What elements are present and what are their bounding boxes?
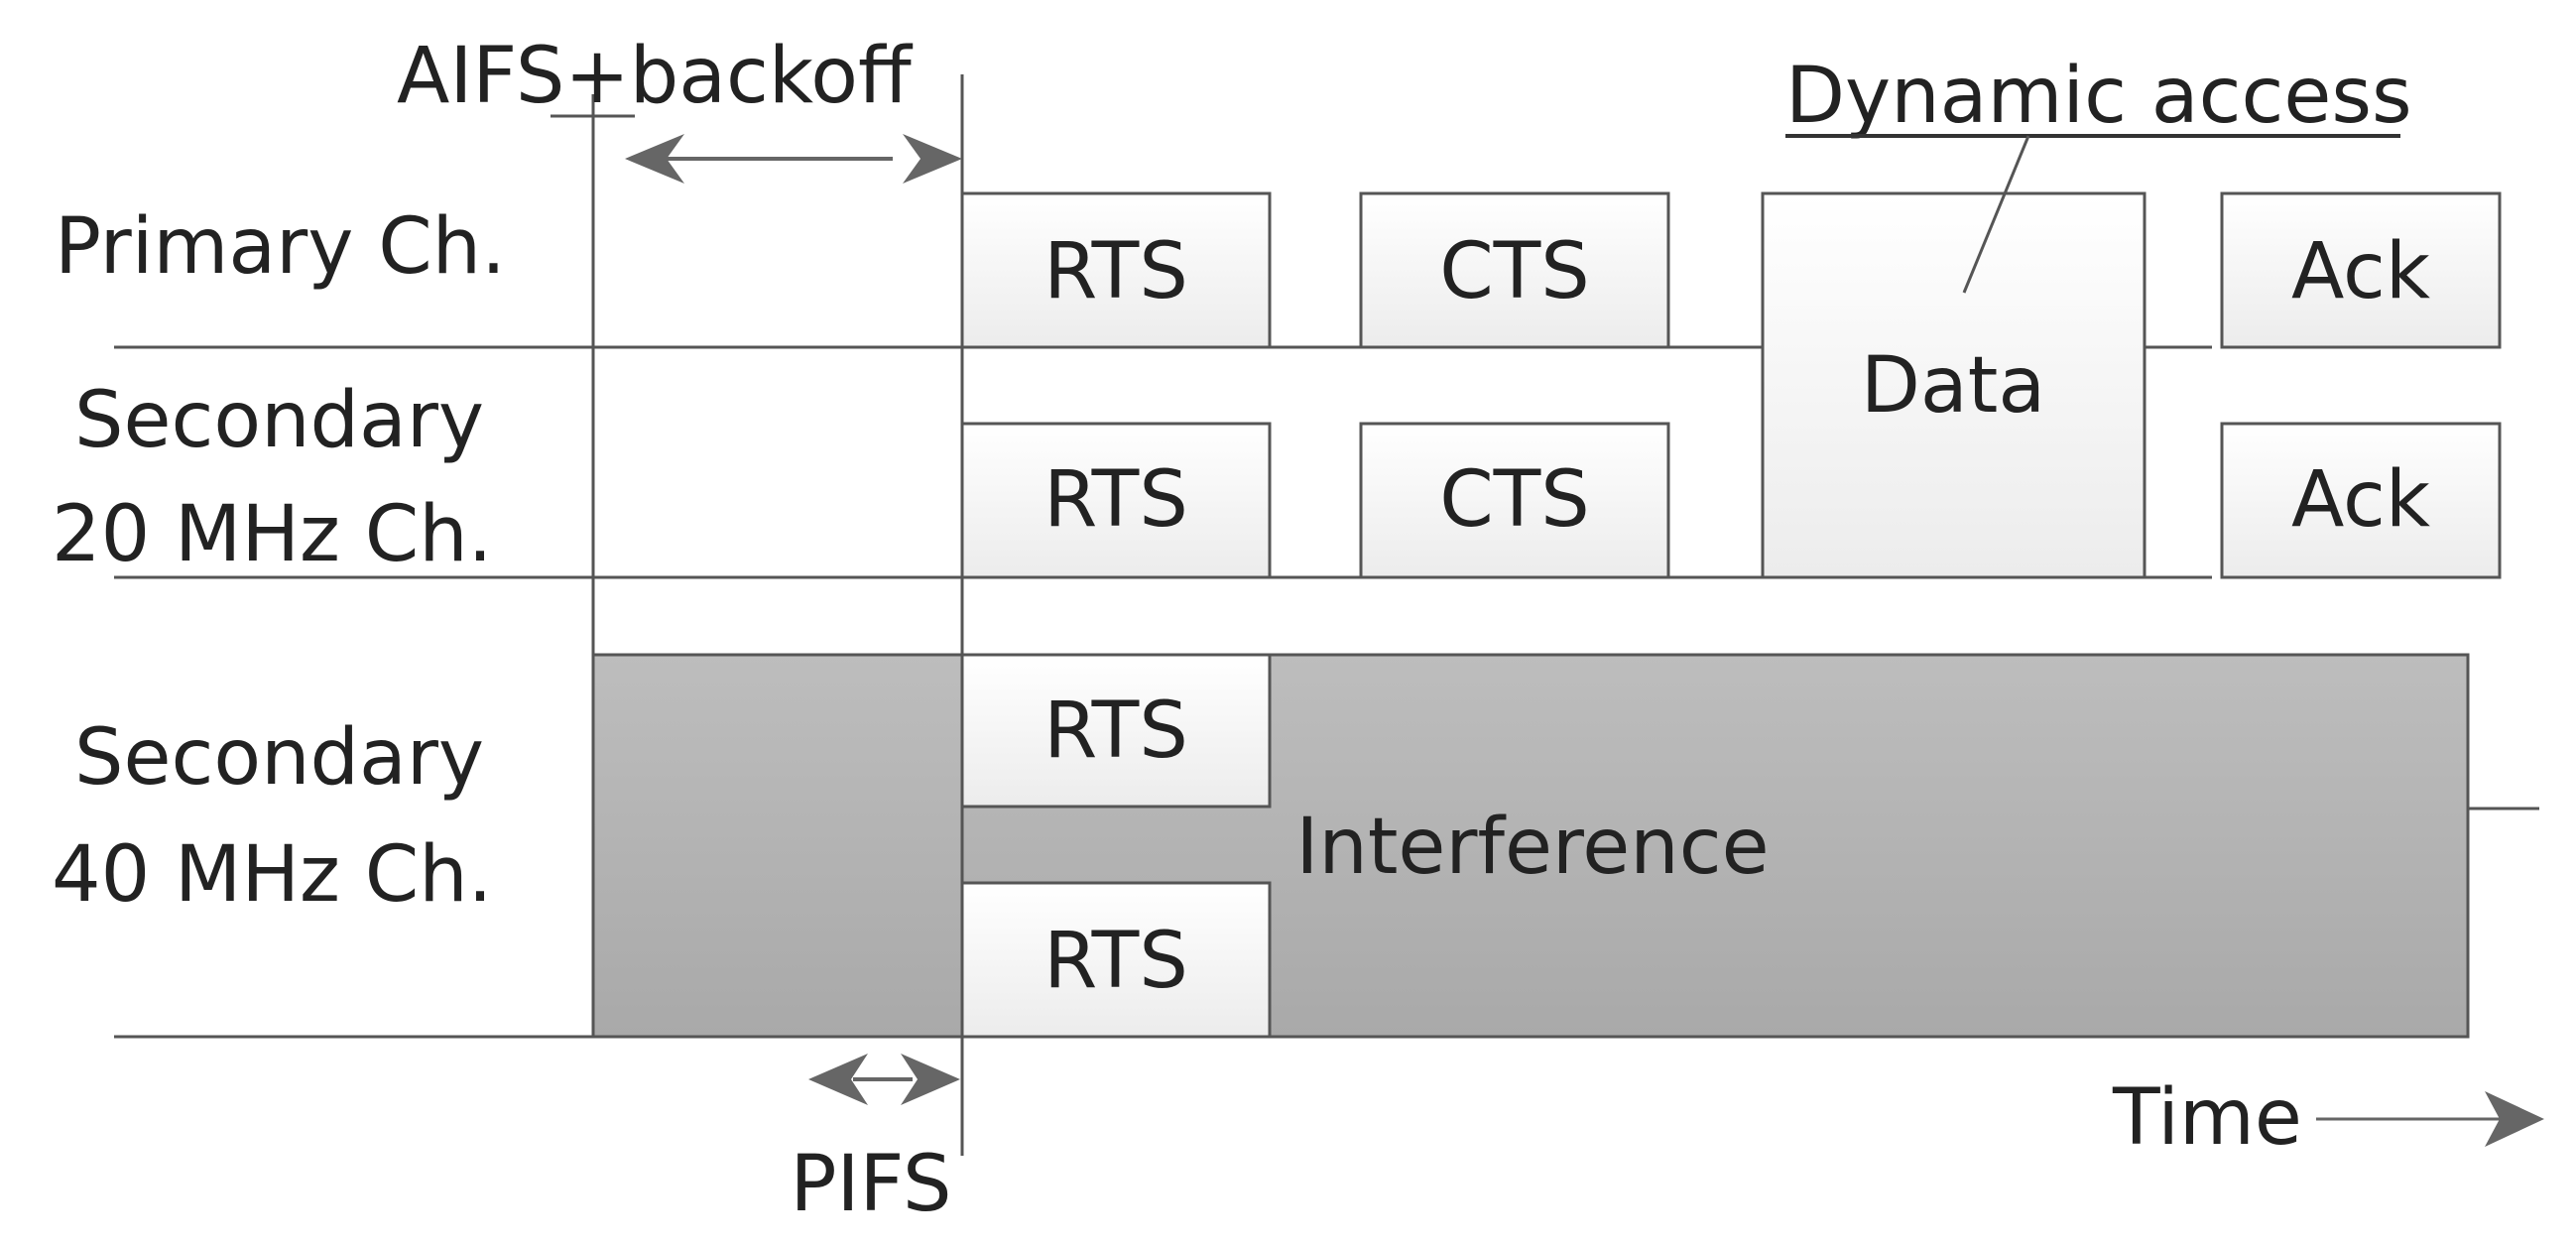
secondary20-ack-frame [2220,422,2502,579]
aifs-backoff-label: AIFS+backoff [397,32,914,121]
secondary40-rts-frame-upper [960,653,1272,809]
interference-block [591,653,2470,1039]
secondary40-rts-label-upper: RTS [1043,686,1188,776]
time-axis-arrow [2316,1091,2544,1147]
interference-label: Interference [1295,803,1769,892]
primary-ack-label: Ack [2291,227,2430,316]
pifs-label: PIFS [790,1140,951,1229]
pifs-arrow [808,1054,960,1105]
secondary20-ack-label: Ack [2291,455,2430,545]
secondary20-channel-label-line1: Secondary [74,376,484,465]
primary-rts-label: RTS [1043,227,1188,316]
data-frame-label: Data [1861,341,2045,431]
primary-cts-frame [1359,191,1670,349]
secondary20-cts-frame [1359,422,1670,579]
primary-cts-label: CTS [1439,227,1590,316]
time-axis-label: Time [2112,1073,2302,1163]
data-frame [1761,191,2147,579]
secondary20-rts-frame [960,422,1272,579]
aifs-backoff-arrow [625,134,962,184]
dynamic-access-label: Dynamic access [1785,52,2412,141]
primary-rts-frame [960,191,1272,349]
secondary40-channel-label-line1: Secondary [74,713,484,803]
primary-channel-label: Primary Ch. [55,202,506,292]
secondary20-rts-label: RTS [1043,455,1188,545]
secondary20-cts-label: CTS [1439,455,1590,545]
primary-ack-frame [2220,191,2502,349]
secondary40-channel-label-line2: 40 MHz Ch. [52,830,492,920]
secondary20-channel-label-line2: 20 MHz Ch. [52,490,492,579]
secondary40-rts-label-lower: RTS [1043,917,1188,1006]
secondary40-rts-frame-lower [960,881,1272,1039]
dynamic-access-pointer [1962,135,2030,294]
